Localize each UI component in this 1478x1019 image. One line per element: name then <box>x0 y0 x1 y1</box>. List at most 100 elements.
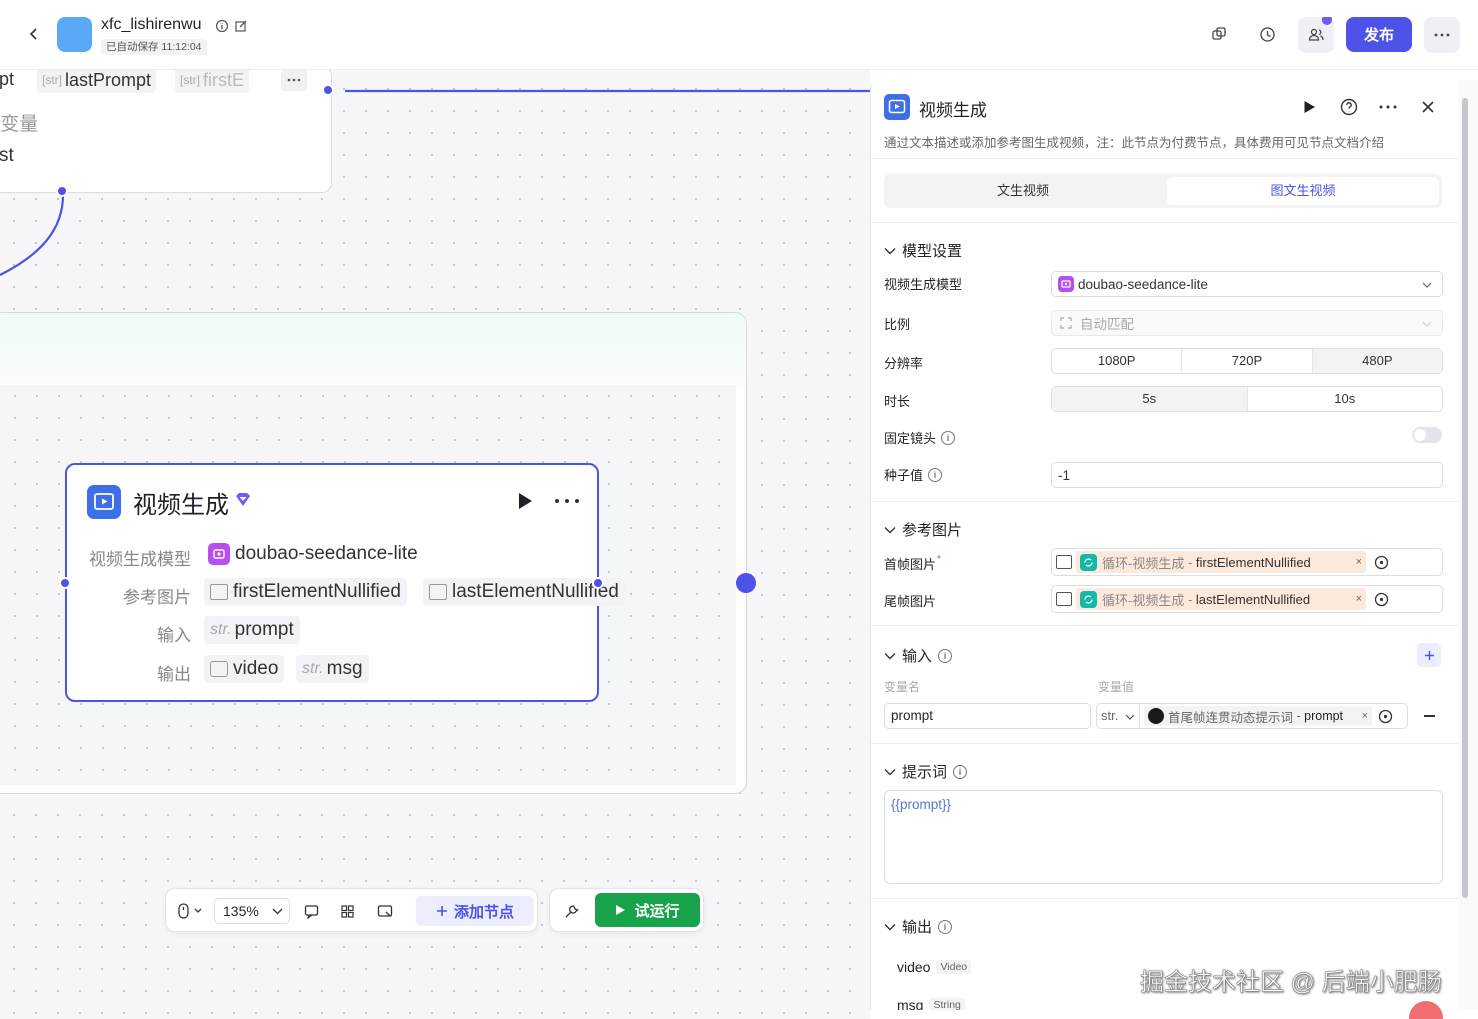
info-icon[interactable]: i <box>938 648 953 663</box>
target-icon[interactable] <box>1378 709 1393 724</box>
type-badge: String <box>929 998 965 1010</box>
duration-option[interactable]: 10s <box>1334 391 1356 406</box>
last-frame-ref[interactable]: 循环-视频生成 - lastElementNullified × <box>1051 585 1443 613</box>
ratio-select[interactable]: 自动匹配 <box>1051 310 1443 336</box>
previous-node[interactable]: pt [str]lastPrompt [str]firstE ]变量 st <box>0 70 332 193</box>
workflow-canvas[interactable]: pt [str]lastPrompt [str]firstE ]变量 st 视频… <box>0 70 870 1019</box>
run-node-icon[interactable] <box>513 489 537 513</box>
vip-badge-icon <box>1322 17 1332 25</box>
add-input-button[interactable] <box>1417 643 1441 667</box>
info-icon[interactable]: i <box>938 919 953 934</box>
help-icon[interactable] <box>1337 95 1361 119</box>
output-port[interactable] <box>322 84 334 96</box>
floating-avatar[interactable] <box>1409 1001 1443 1019</box>
resolution-option[interactable]: 720P <box>1182 349 1313 373</box>
edit-icon[interactable] <box>233 18 249 34</box>
prompt-textarea[interactable]: {{prompt}} <box>884 790 1443 884</box>
output-port[interactable] <box>592 577 604 589</box>
model-select[interactable]: doubao-seedance-lite <box>1051 271 1443 297</box>
minimap-icon[interactable] <box>374 900 396 922</box>
resolution-option[interactable]: 1080P <box>1052 349 1183 373</box>
clear-icon[interactable]: × <box>1355 593 1362 605</box>
panel-scrollbar[interactable] <box>1458 80 1478 1010</box>
output-chip-msg: str.msg <box>296 655 369 683</box>
remove-input-icon[interactable] <box>1424 715 1435 717</box>
section-model-settings[interactable]: 模型设置 <box>884 240 962 261</box>
var-value-ref[interactable]: 首尾帧连贯动态提示词 - prompt × <box>1140 703 1408 729</box>
node-input-label: 输入 <box>157 626 191 645</box>
ref-tag: 首尾帧连贯动态提示词 - prompt × <box>1144 706 1372 726</box>
panel-title: 视频生成 <box>919 101 987 120</box>
output-chip-video: video <box>204 655 285 683</box>
resolution-option[interactable]: 480P <box>1312 349 1442 373</box>
ref-tag: 循环-视频生成 - lastElementNullified × <box>1076 588 1366 610</box>
resolution-segmented: 1080P 720P 480P <box>1051 348 1443 374</box>
add-node-button[interactable]: 添加节点 <box>416 896 534 926</box>
ref-chip-last: lastElementNullified <box>423 578 625 606</box>
wrench-icon[interactable] <box>560 900 582 922</box>
more-icon[interactable] <box>1376 95 1400 119</box>
var-name-input[interactable]: prompt <box>884 703 1091 729</box>
zoom-select[interactable]: 135% <box>214 898 290 924</box>
section-reference-images[interactable]: 参考图片 <box>884 519 962 540</box>
history-icon[interactable] <box>1253 20 1281 48</box>
prev-node-row3: st <box>0 145 14 166</box>
chevron-down-icon <box>884 526 896 533</box>
node-more-icon[interactable] <box>281 70 307 91</box>
workflow-logo <box>57 17 92 52</box>
target-icon[interactable] <box>1374 555 1389 570</box>
last-frame-label: 尾帧图片 <box>884 594 937 609</box>
run-icon[interactable] <box>1297 95 1321 119</box>
ref-chip-first: firstElementNullified <box>204 578 407 606</box>
duration-option[interactable]: 5s <box>1052 387 1248 411</box>
collaborators-button[interactable] <box>1298 17 1334 53</box>
comment-icon[interactable] <box>300 900 322 922</box>
image-icon <box>1056 555 1072 569</box>
clear-icon[interactable]: × <box>1361 710 1368 722</box>
output-port[interactable] <box>56 185 68 197</box>
var-type-select[interactable]: str. <box>1096 703 1140 729</box>
info-icon[interactable]: i <box>953 764 968 779</box>
node-more-icon[interactable] <box>553 489 581 513</box>
close-icon[interactable] <box>1416 95 1440 119</box>
publish-button[interactable]: 发布 <box>1346 17 1412 52</box>
trial-run-button[interactable]: 试运行 <box>595 893 700 927</box>
seed-input[interactable]: -1 <box>1051 462 1443 488</box>
video-generation-node[interactable]: 视频生成 视频生成模型 doubao-seedance-lite 参考图片 fi… <box>65 463 625 702</box>
tab-image-text-to-video[interactable]: 图文生视频 <box>1167 177 1439 205</box>
save-status: 已自动保存 11:12:04 <box>101 39 207 55</box>
mouse-mode-icon[interactable] <box>174 900 206 922</box>
prev-node-row2: ]变量 <box>0 114 39 135</box>
panel-description: 通过文本描述或添加参考图生成视频，注：此节点为付费节点，具体费用可见节点文档介绍 <box>884 136 1385 150</box>
clear-icon[interactable]: × <box>1355 556 1362 568</box>
layout-icon[interactable] <box>336 900 358 922</box>
var-chip-first: [str]firstE <box>175 70 250 93</box>
first-frame-ref[interactable]: 循环-视频生成 - firstElementNullified × <box>1051 548 1443 576</box>
info-icon[interactable]: i <box>941 430 956 445</box>
video-type-icon <box>210 661 228 677</box>
copy-icon[interactable] <box>1205 20 1233 48</box>
target-icon[interactable] <box>1374 592 1389 607</box>
node-config-panel: 视频生成 通过文本描述或添加参考图生成视频，注：此节点为付费节点，具体费用可见节… <box>870 80 1458 1010</box>
chevron-down-icon <box>884 923 896 930</box>
tab-text-to-video[interactable]: 文生视频 <box>996 183 1049 198</box>
edge-left-curve <box>0 194 65 276</box>
node-ref-label: 参考图片 <box>123 588 191 607</box>
fixed-camera-toggle[interactable] <box>1412 427 1442 443</box>
input-port[interactable] <box>59 577 71 589</box>
more-icon[interactable] <box>1424 17 1460 53</box>
expand-icon <box>1060 317 1072 329</box>
canvas-toolbar: 135% 添加节点 <box>165 888 538 932</box>
output-item: video Video <box>897 959 972 975</box>
scroll-thumb[interactable] <box>1462 98 1468 898</box>
back-icon[interactable] <box>22 22 46 46</box>
loop-header <box>0 313 746 385</box>
info-icon[interactable] <box>214 18 230 34</box>
info-icon[interactable]: i <box>928 467 943 482</box>
loop-output-port[interactable] <box>736 573 756 593</box>
